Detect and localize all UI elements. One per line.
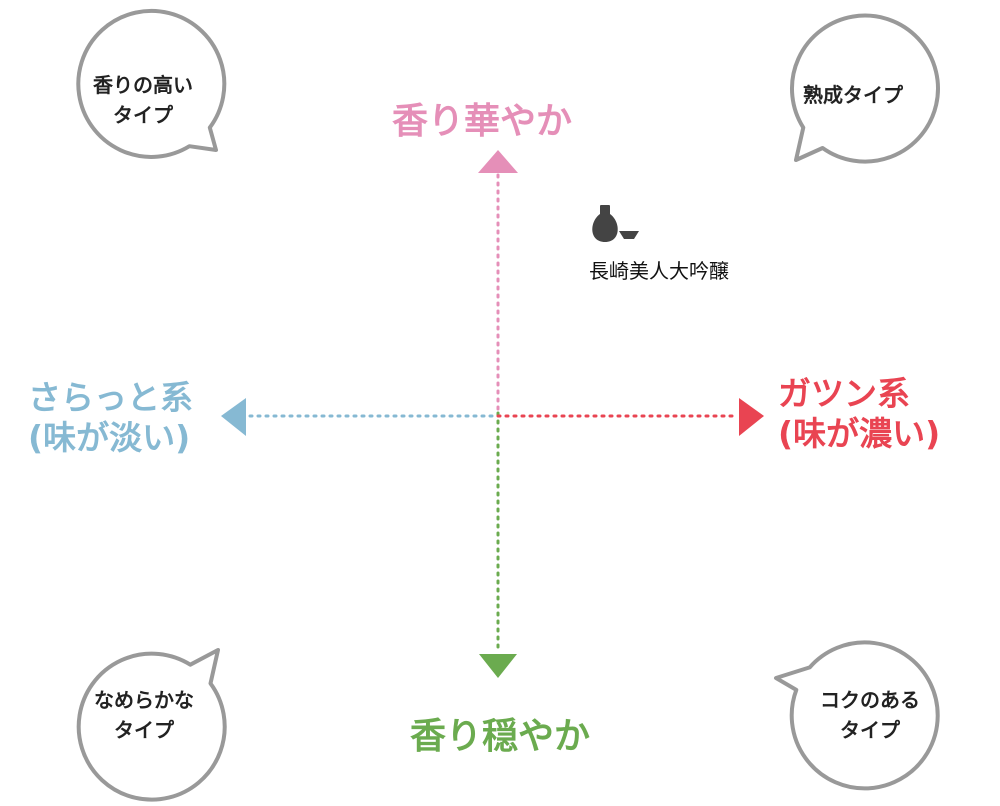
axis-label-right-line2: (味が濃い) (778, 414, 941, 453)
bubble-top-left-line2: タイプ (113, 103, 173, 127)
bubble-bottom-left (76, 648, 227, 802)
sake-name-label: 長崎美人大吟醸 (589, 259, 729, 283)
bubble-label-top-left: 香りの高い タイプ (68, 70, 218, 130)
bubble-top-right-line1: 熟成タイプ (803, 83, 903, 107)
bubble-bottom-left-line1: なめらかな (94, 688, 194, 712)
sake-bottle-icon (592, 205, 639, 242)
bubble-bottom-right-line2: タイプ (840, 718, 900, 742)
arrow-right-icon (739, 398, 764, 436)
arrow-up-icon (478, 150, 518, 173)
arrow-down-icon (479, 654, 517, 678)
bubble-label-bottom-right: コクのある タイプ (795, 685, 945, 745)
axis-label-left-line1: さらっと系 (28, 378, 193, 417)
bubble-bottom-left-line2: タイプ (114, 718, 174, 742)
axis-label-left: さらっと系 (味が淡い) (28, 378, 193, 458)
bubble-top-left-line1: 香りの高い (93, 73, 193, 97)
axis-label-top: 香り華やか (392, 101, 573, 142)
bubble-bottom-right (774, 640, 940, 791)
axis-label-right-line1: ガツン系 (778, 374, 910, 413)
axis-label-bottom: 香り穏やか (410, 716, 591, 757)
bubble-top-left (76, 8, 227, 159)
bubble-top-right (789, 13, 940, 164)
axis-label-left-line2: (味が淡い) (28, 418, 191, 457)
axis-label-right: ガツン系 (味が濃い) (778, 374, 940, 454)
bubble-bottom-right-line1: コクのある (820, 688, 920, 712)
bubble-label-bottom-left: なめらかな タイプ (69, 685, 219, 745)
bubble-label-top-right: 熟成タイプ (778, 80, 928, 110)
arrow-left-icon (221, 398, 246, 436)
